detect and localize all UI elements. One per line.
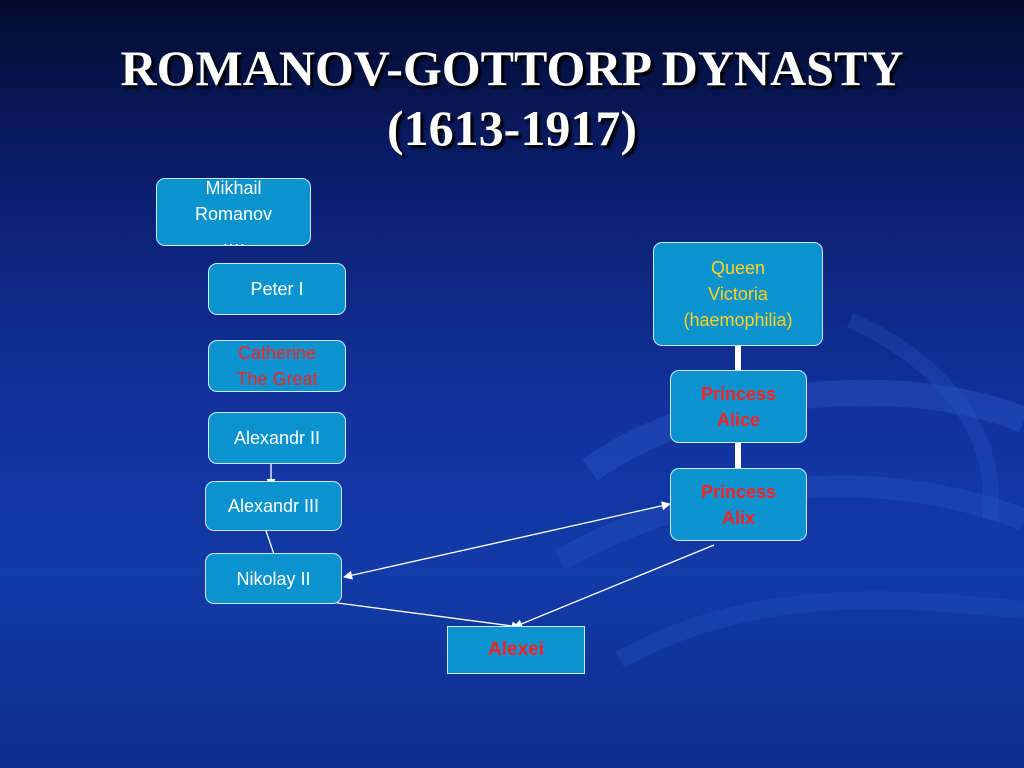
node-mikhail-line-2: Romanov — [194, 204, 273, 224]
node-queen-victoria: Queen Victoria (haemophilia) — [653, 242, 823, 346]
node-alexandr-ii: Alexandr II — [208, 412, 346, 464]
arrow-nikolay-alexei — [329, 601, 521, 631]
node-alix-line-2: Alix — [721, 507, 755, 528]
node-victoria-line-3: (haemophilia) — [683, 310, 793, 330]
arrow-alix-alexei — [513, 544, 715, 629]
node-princess-alix: Princess Alix — [670, 468, 807, 541]
node-alix-line-1: Princess — [700, 481, 777, 502]
node-alexei-label: Alexei — [488, 639, 544, 660]
node-nikolay-label: Nikolay II — [236, 568, 311, 589]
node-victoria-line-1: Queen — [710, 258, 766, 278]
node-catherine-line-2: The Great — [236, 369, 318, 389]
slide-title: ROMANOV-GOTTORP DYNASTY (1613-1917) — [0, 38, 1024, 158]
node-catherine-line-1: Catherine — [237, 343, 317, 363]
node-peter-label: Peter I — [250, 279, 304, 299]
node-alexei: Alexei — [447, 626, 585, 674]
title-line-2: (1613-1917) — [387, 100, 637, 156]
node-alice-line-1: Princess — [700, 383, 777, 404]
node-mikhail-romanov: Mikhail Romanov …. — [156, 178, 311, 246]
node-nikolay-ii: Nikolay II — [205, 553, 342, 604]
arrow-nikolay-alix — [343, 501, 671, 580]
node-alexandr2-label: Alexandr II — [233, 428, 321, 448]
node-alice-line-2: Alice — [716, 409, 761, 430]
node-catherine-the-great: Catherine The Great — [208, 340, 346, 392]
node-princess-alice: Princess Alice — [670, 370, 807, 443]
node-alexandr3-label: Alexandr III — [227, 496, 320, 516]
node-victoria-line-2: Victoria — [708, 284, 768, 304]
title-line-1: ROMANOV-GOTTORP DYNASTY — [120, 40, 904, 96]
node-mikhail-line-3: …. — [221, 230, 245, 246]
node-mikhail-line-1: Mikhail — [205, 178, 262, 198]
node-peter-i: Peter I — [208, 263, 346, 315]
node-alexandr-iii: Alexandr III — [205, 481, 342, 531]
